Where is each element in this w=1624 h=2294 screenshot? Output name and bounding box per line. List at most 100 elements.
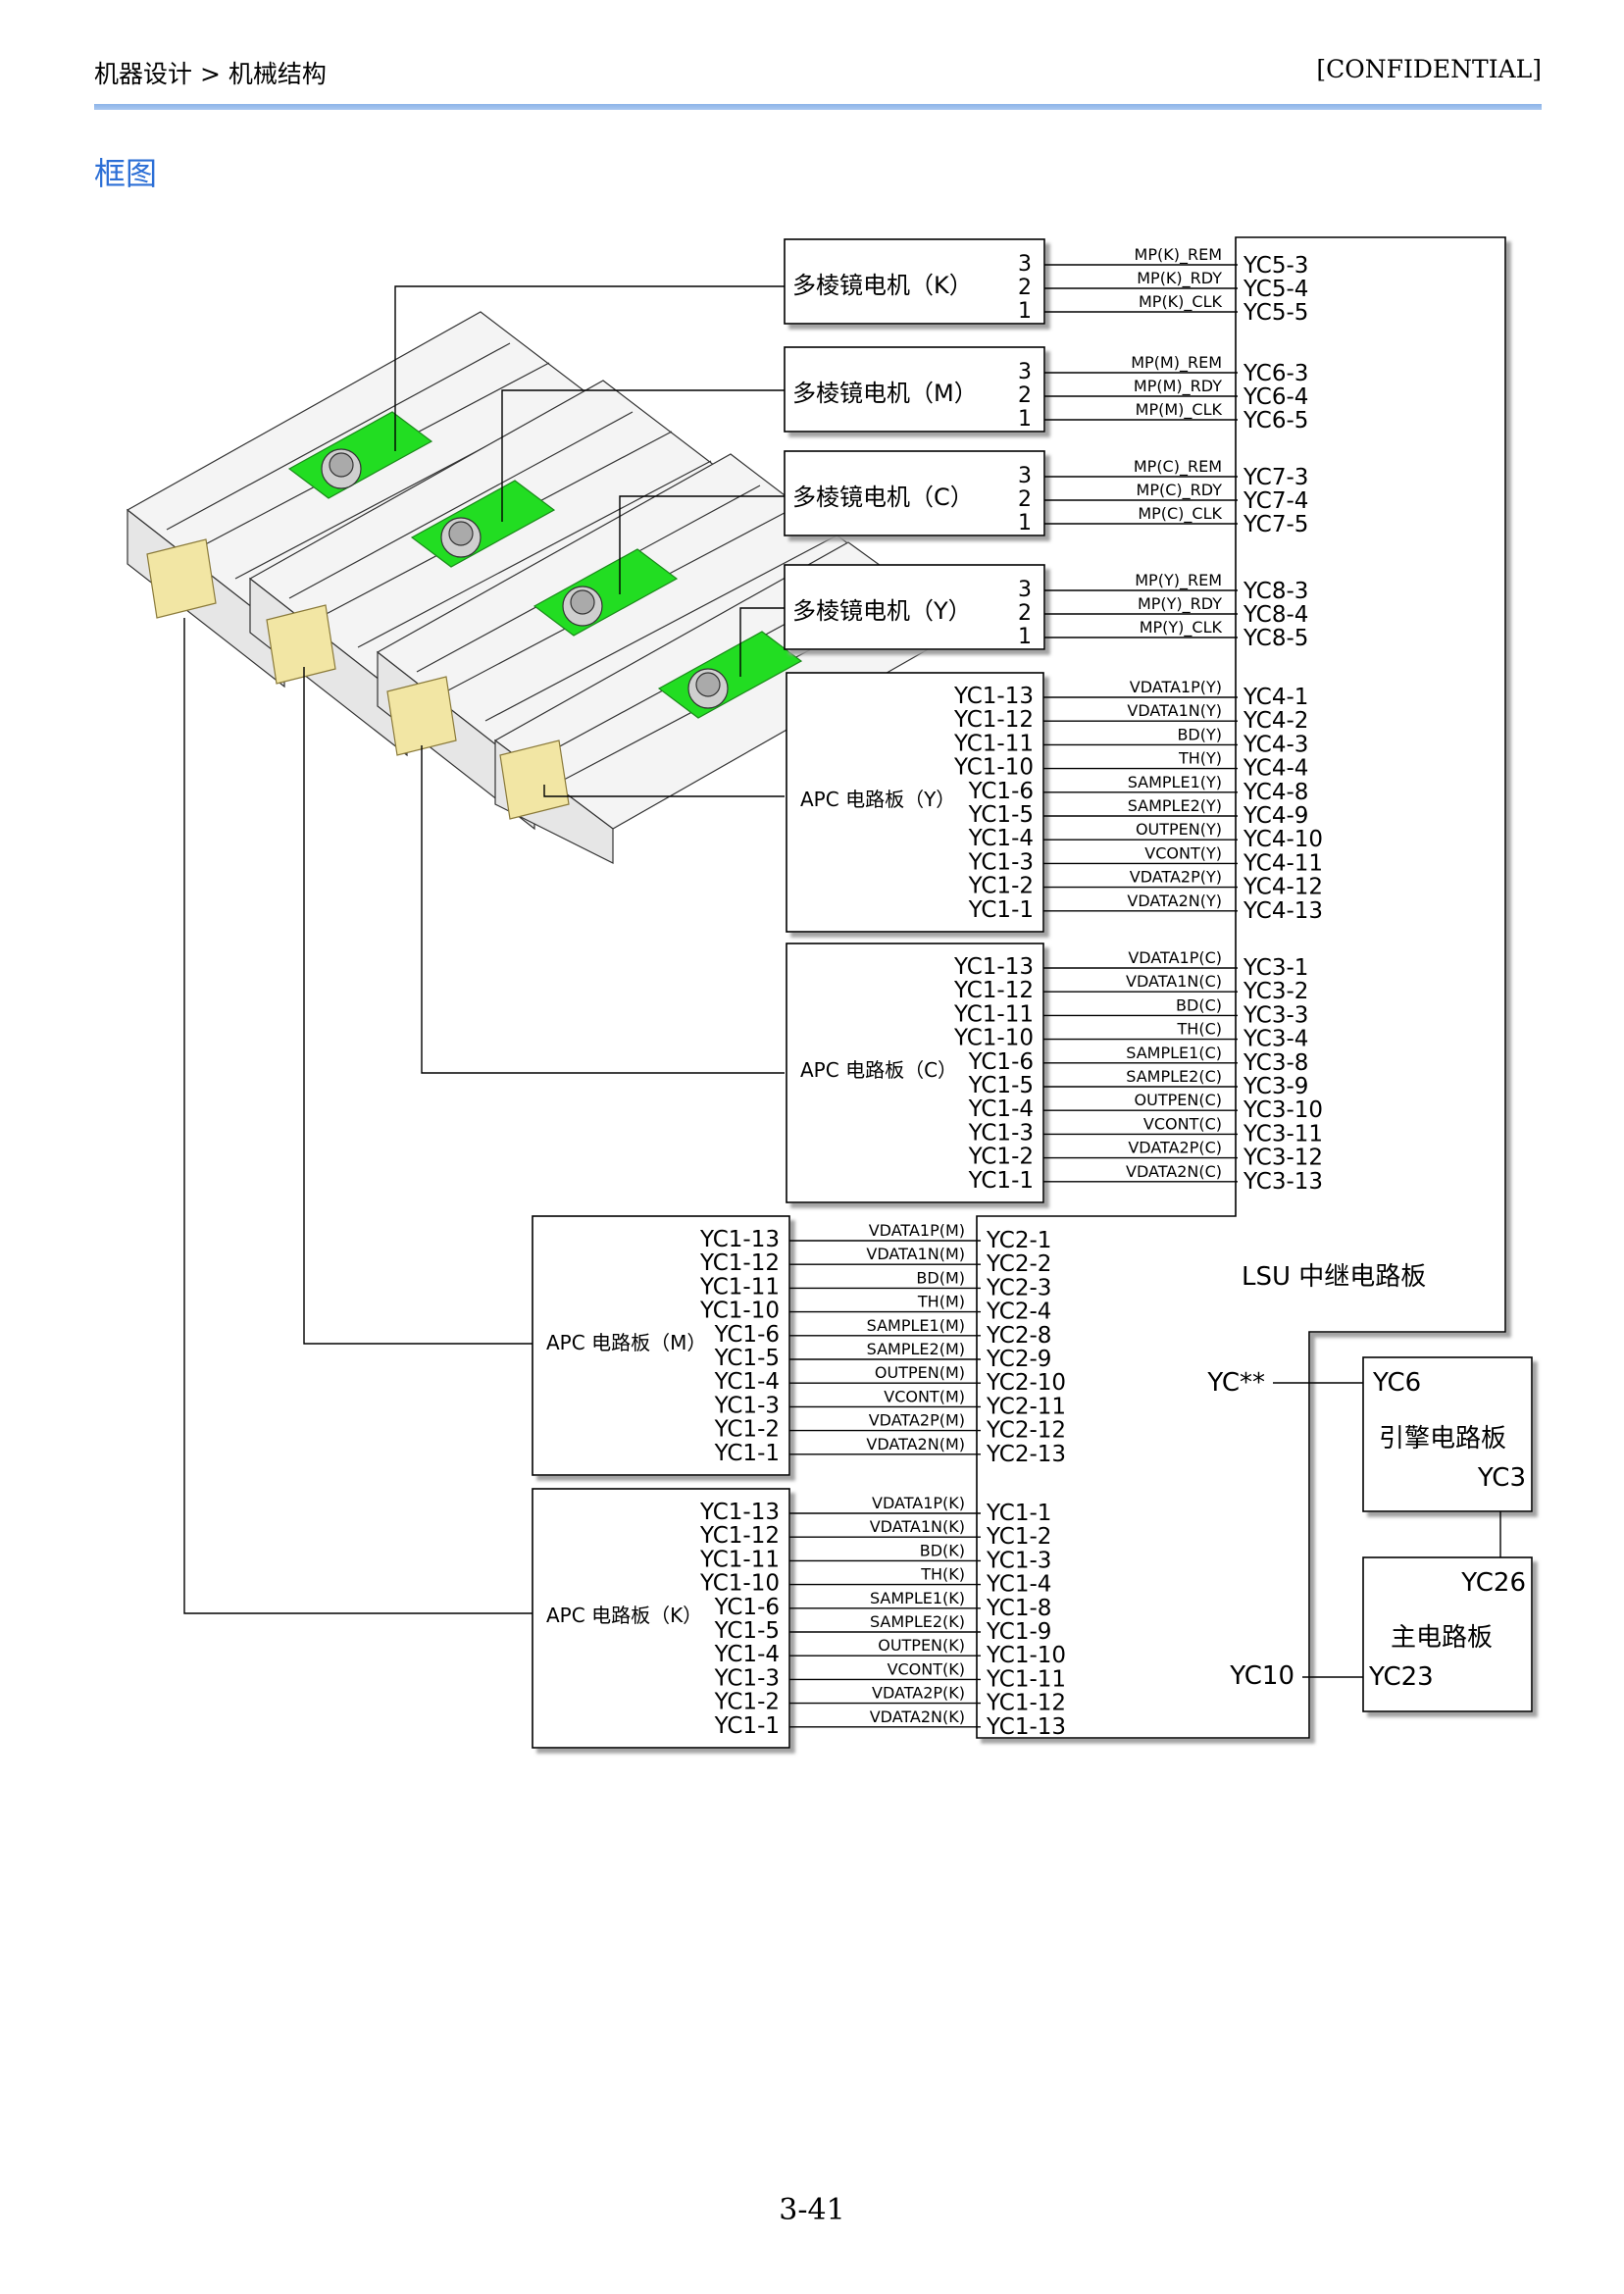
- apc-pin: YC1-3: [968, 1120, 1034, 1146]
- motor-signal: MP(C)_REM: [1134, 457, 1222, 477]
- motor-pin: 2: [1018, 601, 1032, 626]
- motor-box-k: [784, 238, 1045, 325]
- lsu-relay-board: [976, 236, 1506, 1739]
- apc-pin: YC1-2: [714, 1690, 780, 1715]
- main-board-name: 主电路板: [1391, 1623, 1493, 1653]
- apc-pin: YC1-4: [714, 1369, 780, 1395]
- main-yc-a: YC26: [1460, 1568, 1526, 1598]
- apc-pin: YC1-11: [953, 731, 1034, 756]
- relay-connector-pin: YC4-12: [1243, 875, 1323, 900]
- motor-label-c: 多棱镜电机（C）: [792, 484, 974, 511]
- apc-pin: YC1-12: [699, 1250, 780, 1276]
- apc-signal: VDATA1P(Y): [1130, 678, 1222, 696]
- apc-pin: YC1-13: [699, 1227, 780, 1252]
- motor-box-y: [784, 564, 1045, 650]
- relay-connector-pin: YC6-3: [1243, 361, 1308, 386]
- motor-signal: MP(K)_RDY: [1137, 269, 1222, 288]
- apc-pin: YC1-10: [699, 1571, 780, 1597]
- relay-connector-pin: YC4-1: [1243, 685, 1308, 710]
- relay-connector-pin: YC1-8: [986, 1596, 1051, 1621]
- apc-signal: VCONT(K): [888, 1659, 965, 1678]
- apc-pin: YC1-3: [714, 1665, 780, 1691]
- apc-board-y-image: [499, 739, 570, 820]
- motor-label-m: 多棱镜电机（M）: [792, 380, 978, 407]
- apc-signal: SAMPLE2(C): [1126, 1067, 1222, 1086]
- relay-connector-pin: YC1-13: [986, 1714, 1066, 1740]
- relay-connector-pin: YC2-13: [986, 1442, 1066, 1467]
- apc-pin: YC1-10: [699, 1299, 780, 1324]
- apc-signal: BD(C): [1176, 995, 1222, 1014]
- relay-connector-pin: YC4-11: [1243, 850, 1323, 876]
- motor-label-k: 多棱镜电机（K）: [792, 272, 973, 299]
- apc-pin: YC1-6: [714, 1322, 780, 1348]
- apc-pin: YC1-13: [953, 684, 1034, 709]
- relay-connector-pin: YC3-1: [1243, 955, 1308, 981]
- relay-connector-pin: YC4-4: [1243, 756, 1308, 782]
- apc-pin: YC1-4: [714, 1642, 780, 1667]
- relay-connector-pin: YC4-9: [1243, 803, 1308, 829]
- relay-connector-pin: YC1-11: [986, 1666, 1066, 1692]
- apc-pin: YC1-5: [968, 802, 1034, 828]
- apc-signal: VDATA1N(Y): [1127, 701, 1222, 720]
- relay-connector-pin: YC3-2: [1243, 979, 1308, 1004]
- apc-box-c: [786, 943, 1044, 1203]
- motor-pin: 3: [1018, 578, 1032, 602]
- apc-pin: YC1-5: [968, 1073, 1034, 1098]
- lsu-illustration: [126, 311, 968, 864]
- apc-pin: YC1-6: [968, 1049, 1034, 1075]
- apc-signal: SAMPLE1(K): [870, 1589, 965, 1607]
- apc-signal: VDATA1P(M): [869, 1221, 965, 1240]
- apc-box-y: [786, 672, 1044, 933]
- relay-connector-pin: YC7-4: [1243, 488, 1308, 514]
- relay-connector-pin: YC4-10: [1243, 827, 1323, 852]
- motor-signal: MP(C)_RDY: [1137, 481, 1223, 500]
- motor-label-y: 多棱镜电机（Y）: [792, 597, 972, 625]
- apc-box-m: [532, 1215, 790, 1476]
- apc-signal: SAMPLE1(C): [1126, 1044, 1222, 1062]
- relay-yc-main: YC10: [1229, 1661, 1294, 1691]
- motor-pin: 3: [1018, 360, 1032, 384]
- apc-signal: SAMPLE2(K): [870, 1612, 965, 1631]
- apc-board-c-image: [386, 676, 457, 756]
- motor-signal: MP(K)_CLK: [1139, 292, 1223, 312]
- apc-pin: YC1-2: [968, 874, 1034, 899]
- engine-board-name: 引擎电路板: [1379, 1424, 1506, 1453]
- apc-signal: VCONT(Y): [1144, 843, 1222, 862]
- apc-pin: YC1-1: [968, 1168, 1034, 1194]
- apc-signal: OUTPEN(Y): [1136, 820, 1222, 839]
- apc-pin: YC1-6: [968, 779, 1034, 804]
- apc-signal: VDATA2P(Y): [1130, 868, 1222, 887]
- apc-signal: VDATA1N(K): [870, 1517, 965, 1536]
- motor-pin: 2: [1018, 487, 1032, 512]
- apc-signal: BD(K): [920, 1541, 965, 1559]
- relay-connector-pin: YC5-4: [1243, 277, 1308, 302]
- apc-board-m-image: [266, 604, 336, 685]
- relay-connector-pin: YC2-2: [986, 1251, 1051, 1277]
- relay-connector-pin: YC1-10: [986, 1643, 1066, 1668]
- relay-connector-pin: YC2-8: [986, 1323, 1051, 1349]
- relay-connector-pin: YC2-4: [986, 1300, 1051, 1325]
- apc-pin: YC1-1: [714, 1713, 780, 1739]
- apc-pin: YC1-12: [953, 707, 1034, 733]
- scanner-unit-m: [248, 380, 762, 757]
- motor-pin: 3: [1018, 252, 1032, 277]
- apc-pin: YC1-10: [953, 1026, 1034, 1051]
- relay-connector-pin: YC7-3: [1243, 465, 1308, 490]
- apc-signal: SAMPLE1(Y): [1128, 773, 1222, 791]
- motor-signal: MP(Y)_REM: [1135, 571, 1222, 590]
- relay-connector-pin: YC5-3: [1243, 253, 1308, 279]
- apc-signal: SAMPLE2(M): [867, 1340, 965, 1358]
- relay-connector-pin: YC8-5: [1243, 626, 1308, 651]
- breadcrumb: 机器设计 > 机械结构: [94, 60, 327, 88]
- apc-signal: BD(M): [916, 1268, 965, 1287]
- apc-pin: YC1-3: [968, 849, 1034, 875]
- apc-signal: VDATA2P(M): [869, 1411, 965, 1430]
- motor-pin: 1: [1018, 407, 1032, 432]
- motor-signal: MP(M)_CLK: [1136, 400, 1223, 420]
- apc-pin: YC1-11: [699, 1274, 780, 1300]
- motor-signal: MP(M)_REM: [1131, 353, 1222, 373]
- apc-pin: YC1-5: [714, 1346, 780, 1371]
- main-board: [1362, 1556, 1533, 1712]
